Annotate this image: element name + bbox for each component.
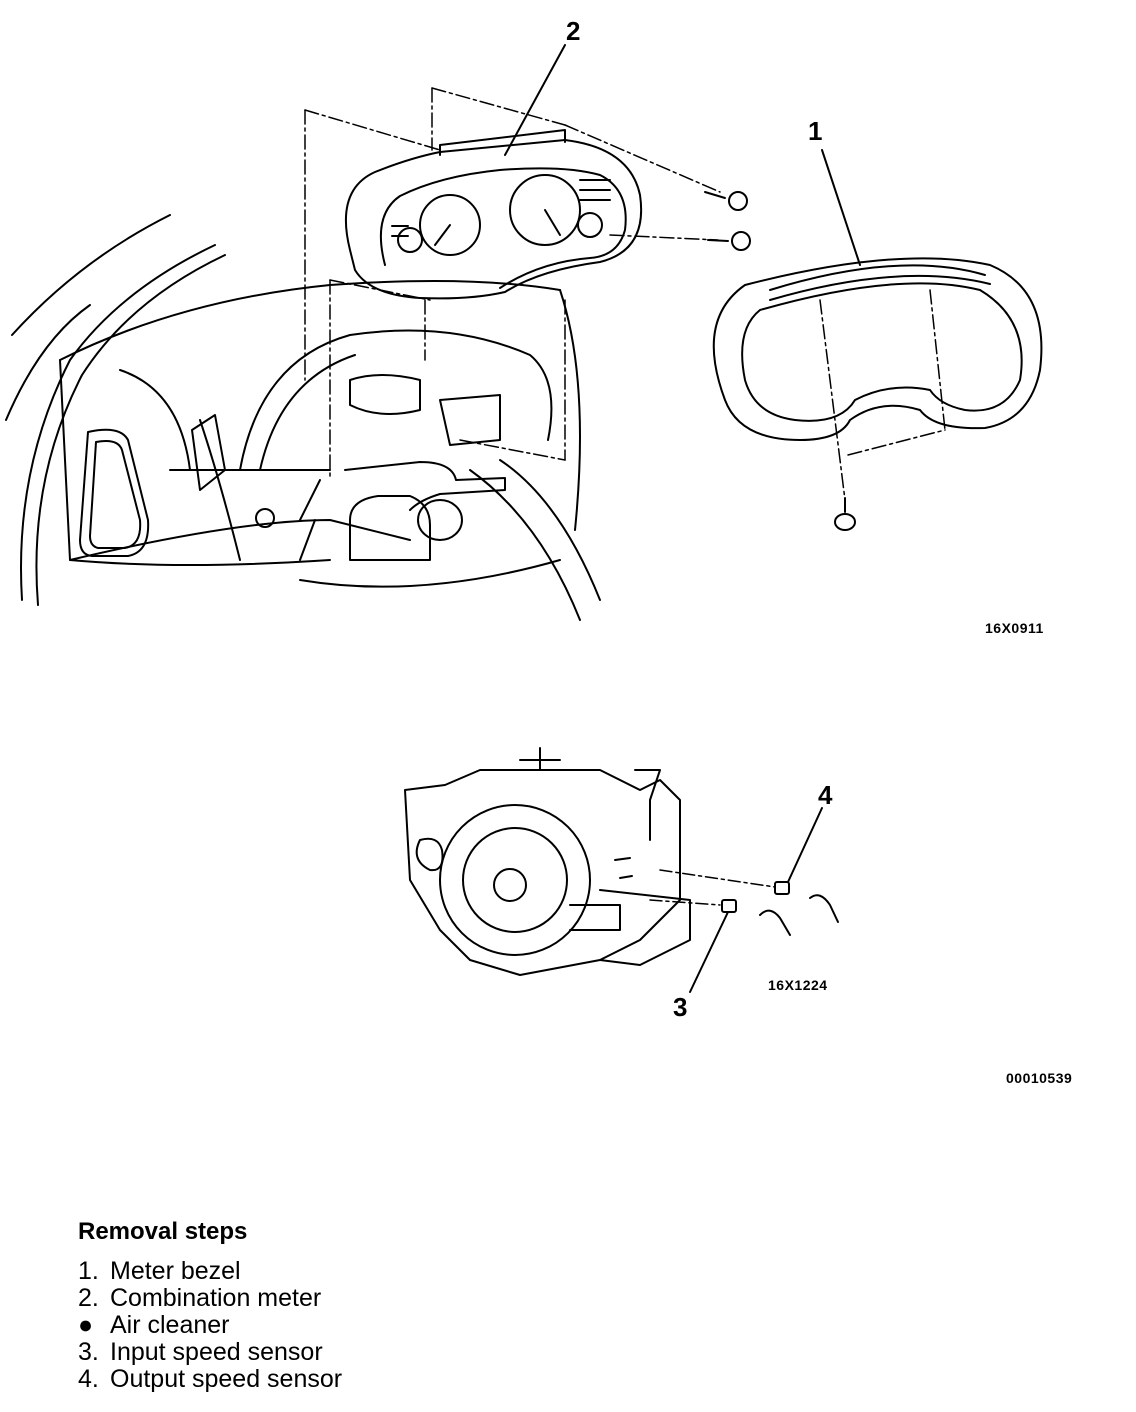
- removal-steps-list: 1. Meter bezel 2. Combination meter ● Air c…: [78, 1258, 342, 1393]
- transaxle-sensor-illustration: [404, 747, 839, 993]
- installation-guide-lines: [304, 87, 946, 501]
- list-item: 3. Input speed sensor: [78, 1339, 342, 1366]
- callout-leaders-2: [689, 807, 823, 993]
- step-text: Air cleaner: [110, 1311, 230, 1339]
- combination-meter-drawing: [344, 129, 643, 300]
- callout-3: 3: [673, 992, 688, 1022]
- step-text: Combination meter: [110, 1284, 322, 1312]
- meter-removal-illustration: [5, 44, 1043, 621]
- callout-1: 1: [808, 116, 823, 146]
- removal-steps-title: Removal steps: [78, 1218, 248, 1245]
- callout-2: 2: [566, 16, 581, 46]
- transaxle-drawing: [404, 747, 691, 976]
- step-marker: 3.: [78, 1338, 99, 1366]
- list-item: ● Air cleaner: [78, 1312, 342, 1339]
- removal-steps: Removal steps 1. Meter bezel 2. Combinatio…: [78, 1218, 342, 1393]
- step-marker: ●: [78, 1311, 94, 1339]
- step-text: Meter bezel: [110, 1257, 241, 1285]
- list-item: 1. Meter bezel: [78, 1258, 342, 1285]
- windshield-pillar: [5, 214, 226, 606]
- figure-code-2: 16X1224: [768, 977, 828, 993]
- step-marker: 4.: [78, 1365, 99, 1393]
- figure-code-1: 16X0911: [985, 620, 1044, 636]
- step-marker: 1.: [78, 1257, 99, 1285]
- step-text: Input speed sensor: [110, 1338, 323, 1366]
- meter-bezel-drawing: [712, 257, 1043, 441]
- callout-leaders: [504, 44, 861, 266]
- list-item: 2. Combination meter: [78, 1285, 342, 1312]
- step-text: Output speed sensor: [110, 1365, 343, 1393]
- list-item: 4. Output speed sensor: [78, 1366, 342, 1393]
- callout-4: 4: [818, 780, 833, 810]
- screw-drawings: [704, 191, 856, 531]
- step-marker: 2.: [78, 1284, 99, 1312]
- sensor-drawings: [649, 869, 839, 936]
- document-code: 00010539: [1006, 1070, 1073, 1086]
